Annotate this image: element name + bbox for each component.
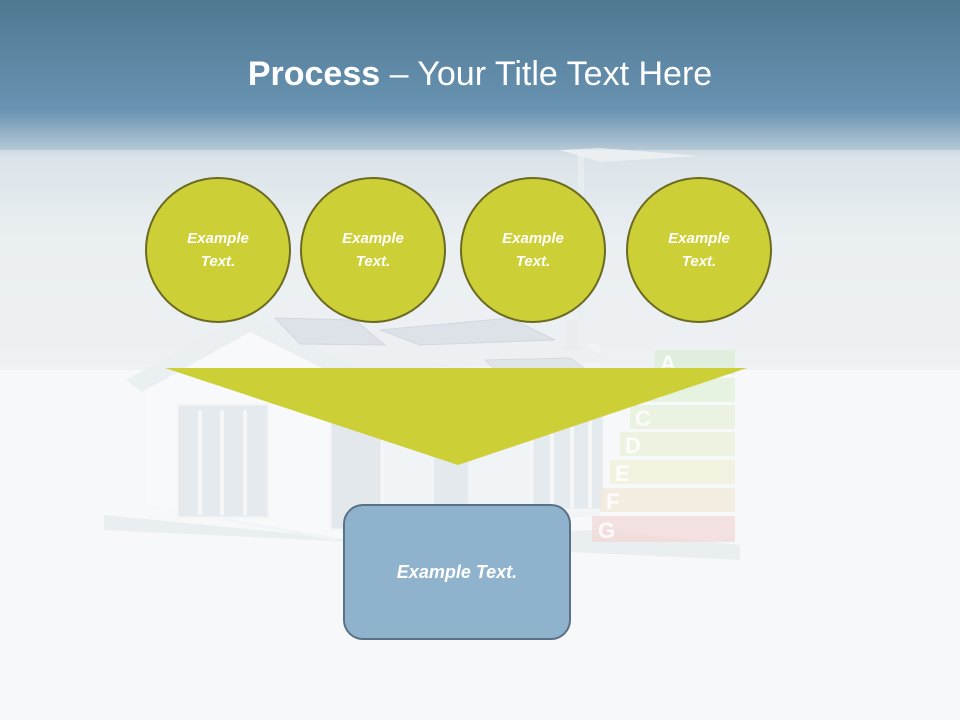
result-box[interactable]: Example Text. xyxy=(343,504,571,640)
energy-label-e: E xyxy=(615,461,630,486)
title-bold: Process xyxy=(247,55,381,93)
energy-label-g: G xyxy=(598,518,615,543)
result-box-text: Example Text. xyxy=(396,561,518,582)
energy-label-f: F xyxy=(606,489,619,514)
title-rest: – Your Title Text Here xyxy=(380,55,713,93)
energy-label-d: D xyxy=(625,433,641,458)
slide-title: Process – Your Title Text Here xyxy=(0,52,960,96)
energy-label-c: C xyxy=(635,406,651,431)
energy-rating-chart xyxy=(592,350,735,542)
